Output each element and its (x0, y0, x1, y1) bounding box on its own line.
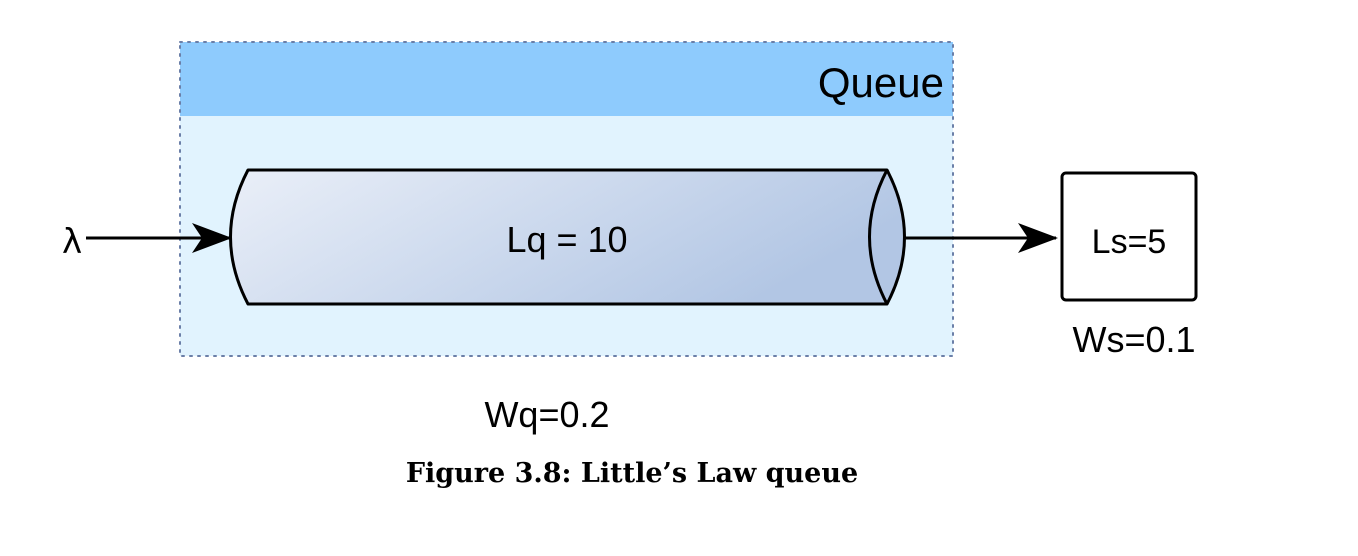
arrival-rate-symbol: λ (62, 222, 82, 262)
queue-border (179, 41, 954, 357)
queue-pipe: Lq = 10 (229, 168, 906, 306)
server-time-label: Ws=0.1 (1072, 319, 1195, 360)
pipe-end (868, 169, 889, 305)
figure-caption: Figure 3.8: Little’s Law queue (405, 458, 859, 489)
queue-header (180, 42, 953, 116)
arrival-arrow: λ (62, 222, 232, 262)
queue-title: Queue (818, 59, 944, 106)
server-box: Ls=5 (1060, 171, 1198, 302)
server-length-label: Ls=5 (1092, 223, 1167, 261)
server-rect (1060, 171, 1198, 302)
queue-time-label: Wq=0.2 (484, 394, 609, 435)
queue-length-label: Lq = 10 (506, 219, 627, 260)
